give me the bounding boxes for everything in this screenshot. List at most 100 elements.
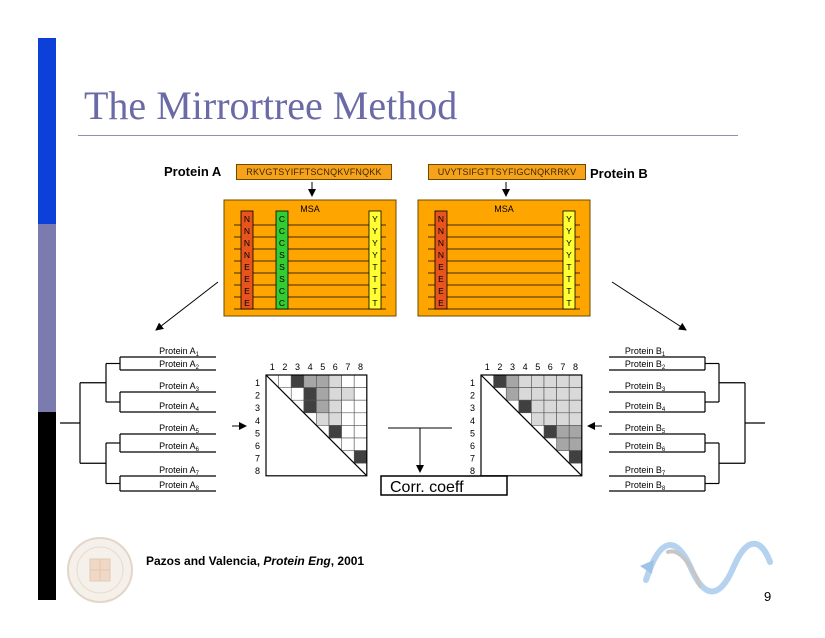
- a-matrix-column-label: 4: [308, 362, 313, 372]
- left-msa-title: MSA: [300, 204, 320, 214]
- b-matrix-cell: [518, 399, 532, 414]
- a-tree-leaf-label: Protein A1: [159, 346, 200, 358]
- b-matrix-cell: [543, 399, 557, 414]
- left-msa-residue: N: [244, 238, 250, 248]
- a-matrix-column-label: 5: [320, 362, 325, 372]
- a-tree-leaf-label: Protein A6: [159, 441, 200, 453]
- b-tree-leaf-label: Protein B1: [625, 346, 666, 358]
- citation-authors: Pazos and Valencia,: [146, 554, 264, 568]
- msa-to-tree-b-arrow: [611, 281, 687, 331]
- b-matrix-row-label: 4: [470, 416, 475, 426]
- a-matrix-column-label: 2: [282, 362, 287, 372]
- b-matrix-cell: [568, 450, 583, 464]
- a-matrix-row-label: 8: [255, 466, 260, 476]
- a-tree-leaf-label: Protein A4: [159, 401, 200, 413]
- b-tree-leaf-label: Protein B3: [625, 381, 666, 393]
- b-matrix-cell: [505, 374, 520, 388]
- b-matrix-cell: [543, 374, 557, 388]
- a-matrix-cell: [353, 412, 368, 426]
- right-msa-residue: N: [438, 226, 444, 236]
- a-matrix-row-label: 1: [255, 378, 260, 388]
- a-matrix-column-label: 6: [333, 362, 338, 372]
- left-msa-residue: E: [244, 274, 250, 284]
- a-tree-leaf-label: Protein A8: [159, 480, 200, 492]
- a-matrix-cell: [316, 374, 330, 388]
- right-msa-residue: N: [438, 250, 444, 260]
- a-matrix-cell: [341, 387, 355, 401]
- right-msa-column: [434, 210, 448, 310]
- a-matrix-cell: [328, 387, 342, 401]
- right-msa-residue: Y: [566, 238, 572, 248]
- right-msa-title: MSA: [494, 204, 514, 214]
- a-matrix-cell: [316, 399, 330, 414]
- left-msa-residue: Y: [372, 214, 378, 224]
- b-tree-leaf-label: Protein B7: [625, 465, 666, 477]
- left-msa-column: [240, 210, 254, 310]
- b-matrix-column-label: 3: [510, 362, 515, 372]
- title-underline: [78, 135, 738, 136]
- b-matrix-cell: [556, 399, 570, 414]
- left-msa-residue: E: [244, 262, 250, 272]
- left-msa-residue: T: [372, 262, 377, 272]
- a-matrix-column-label: 7: [345, 362, 350, 372]
- right-msa-residue: T: [566, 298, 571, 308]
- b-matrix-cell: [556, 412, 570, 426]
- b-tree-leaf-label: Protein B4: [625, 401, 666, 413]
- a-matrix-diagonal: [265, 374, 368, 477]
- left-msa-residue: E: [244, 298, 250, 308]
- left-msa-residue: N: [244, 250, 250, 260]
- left-msa-residue: Y: [372, 226, 378, 236]
- b-matrix-cell: [556, 374, 570, 388]
- a-matrix-cell: [341, 399, 355, 414]
- a-matrix-cell: [353, 425, 368, 439]
- b-matrix-cell: [568, 425, 583, 439]
- b-matrix-row-label: 2: [470, 391, 475, 401]
- a-tree-leaf-label: Protein A3: [159, 381, 200, 393]
- b-matrix-cell: [531, 387, 545, 401]
- left-msa-residue: T: [372, 286, 377, 296]
- a-matrix-cell: [328, 412, 342, 426]
- university-seal-logo: [67, 537, 133, 603]
- msa-to-tree-a-arrow: [155, 281, 219, 331]
- left-msa-residue: Y: [372, 238, 378, 248]
- left-msa-residue: S: [279, 262, 285, 272]
- b-matrix-row-label: 7: [470, 454, 475, 464]
- b-tree-leaf-label: Protein B5: [625, 423, 666, 435]
- right-msa-column: [562, 210, 576, 310]
- b-matrix-cell: [518, 374, 532, 388]
- accent-bar-purple: [38, 224, 56, 412]
- left-msa-residue: N: [244, 226, 250, 236]
- left-msa-residue: C: [279, 238, 285, 248]
- a-matrix-cell: [353, 387, 368, 401]
- a-matrix-frame: [265, 374, 368, 477]
- b-matrix-cell: [568, 412, 583, 426]
- a-matrix-cell: [353, 450, 368, 464]
- a-matrix-cell: [303, 387, 317, 401]
- a-matrix-column-label: 1: [270, 362, 275, 372]
- a-matrix-row-label: 4: [255, 416, 260, 426]
- citation-year: , 2001: [330, 554, 365, 568]
- b-matrix-frame: [480, 374, 583, 477]
- slide-title: The Mirrortree Method: [84, 83, 458, 128]
- left-msa-residue: C: [279, 214, 285, 224]
- b-matrix-column-label: 1: [485, 362, 490, 372]
- b-matrix-cell: [556, 437, 570, 451]
- left-msa-residue: S: [279, 250, 285, 260]
- a-matrix-row-label: 6: [255, 441, 260, 451]
- right-msa-residue: E: [438, 262, 444, 272]
- a-matrix-column-label: 8: [358, 362, 363, 372]
- right-msa-residue: E: [438, 274, 444, 284]
- b-matrix-cell: [556, 425, 570, 439]
- b-matrix-column-label: 7: [560, 362, 565, 372]
- a-matrix-cell: [316, 412, 330, 426]
- b-matrix-column-label: 4: [523, 362, 528, 372]
- accent-bar-blue: [38, 38, 56, 224]
- a-matrix-row-label: 2: [255, 391, 260, 401]
- b-matrix-cell: [531, 374, 545, 388]
- a-matrix-cell: [290, 387, 305, 401]
- a-matrix-cell: [341, 374, 355, 388]
- right-msa-residue: Y: [566, 226, 572, 236]
